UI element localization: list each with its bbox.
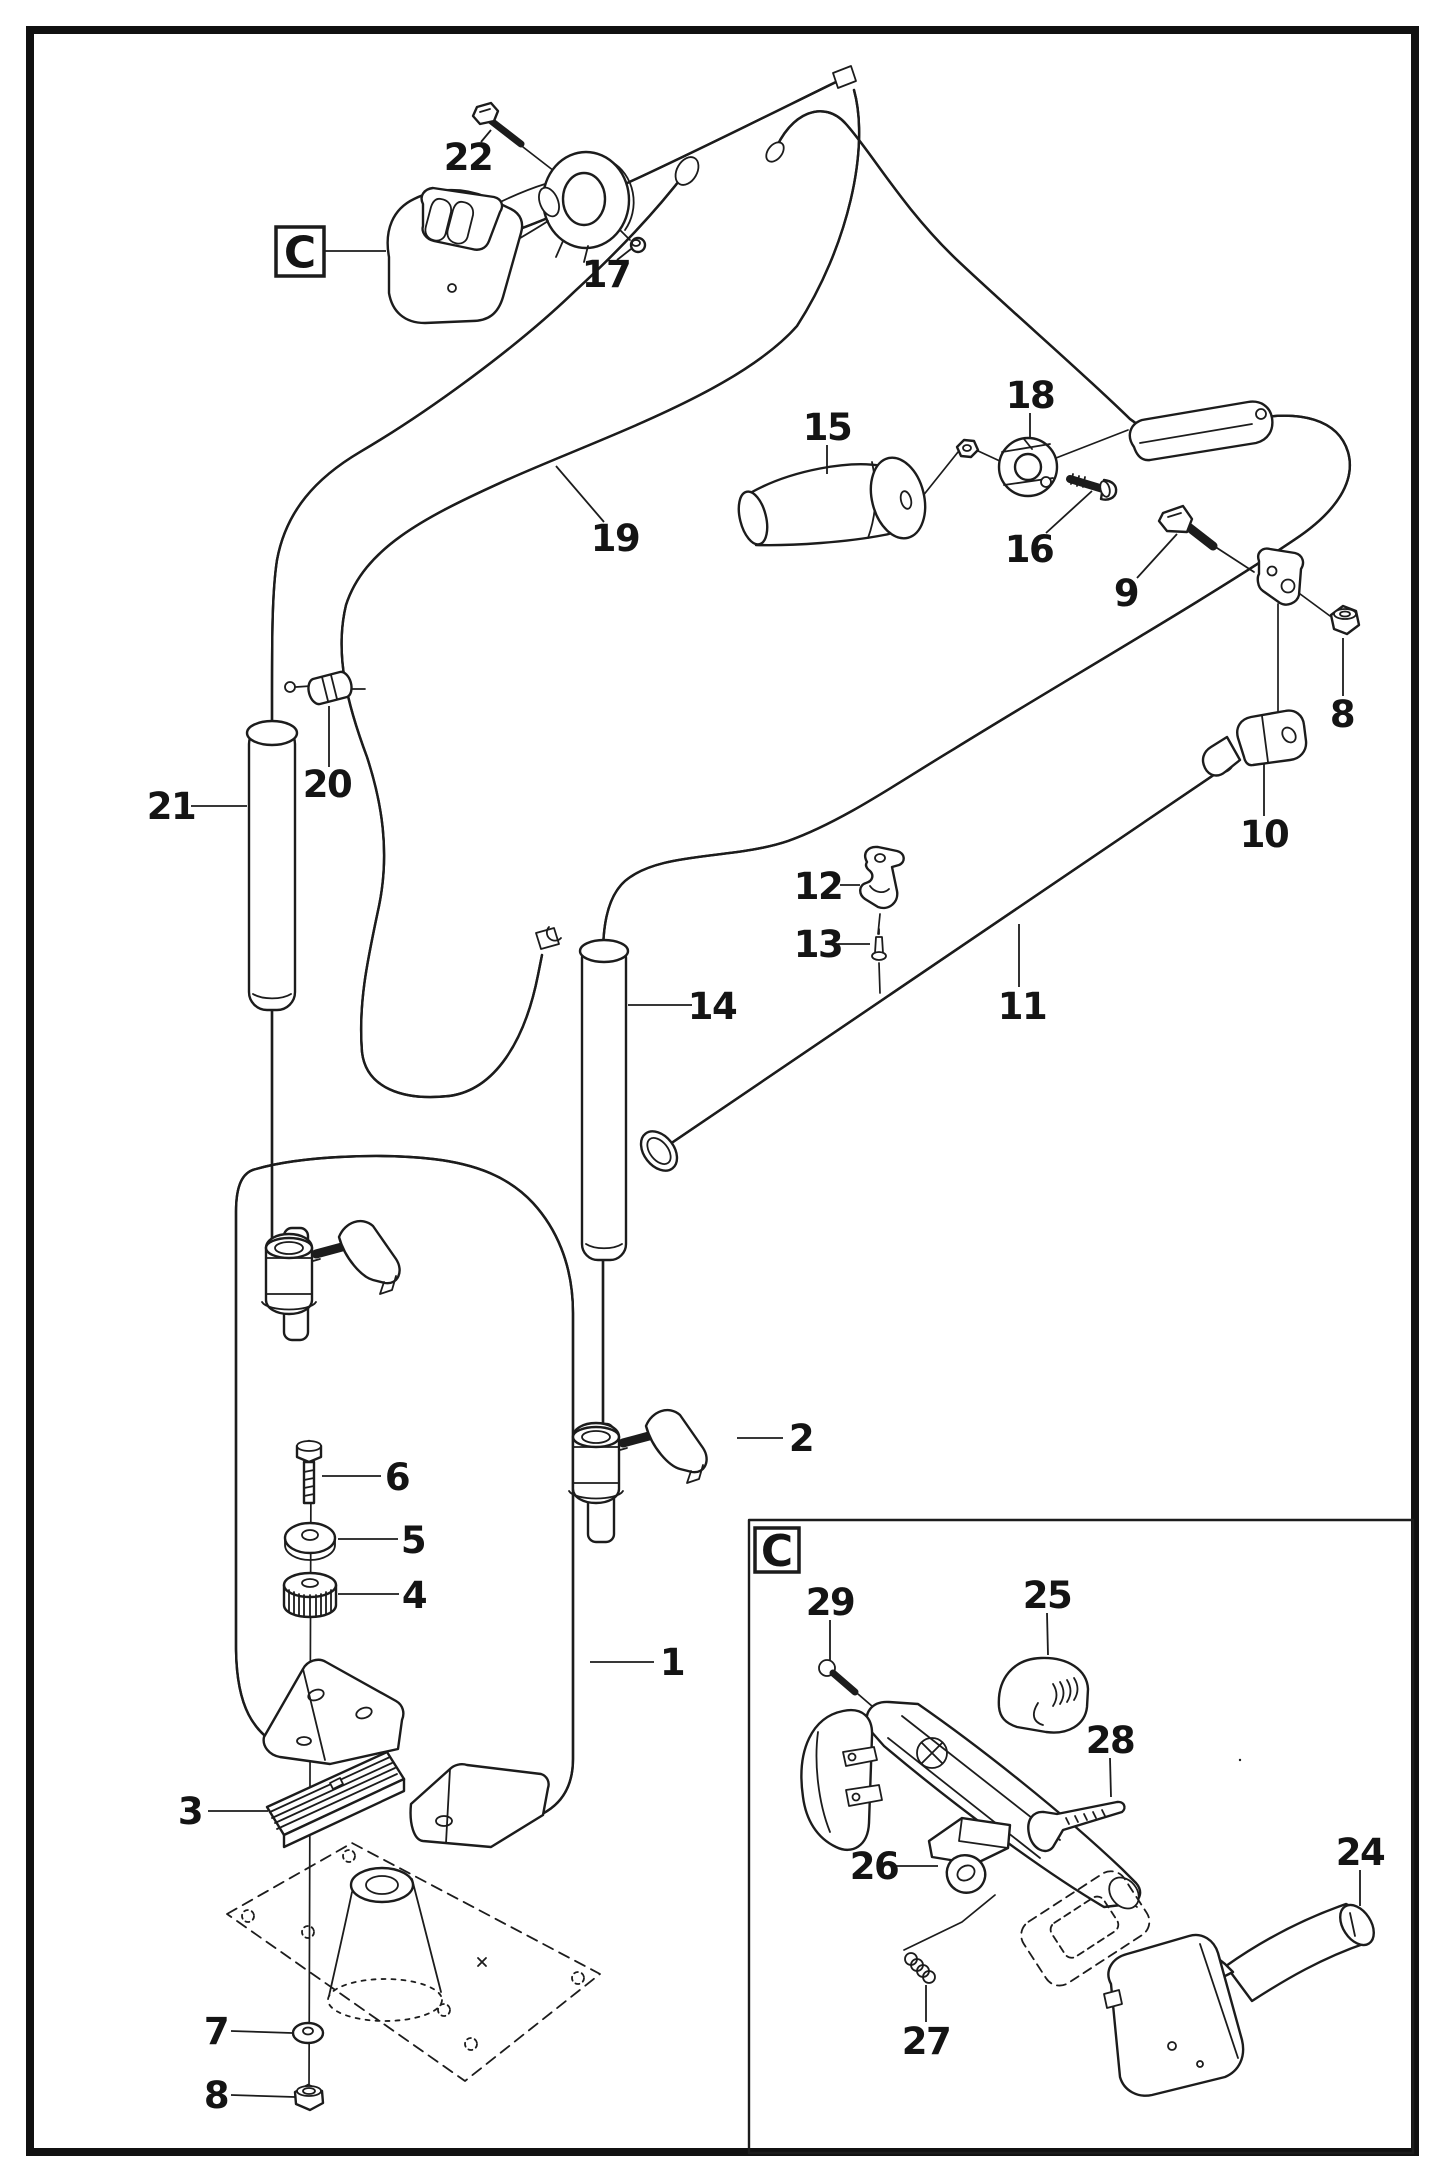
callout-layer: 1234567889101112131415161718192021222425… (147, 129, 1386, 2117)
part-callout-7-washer: 7 (204, 2010, 228, 2053)
part-callout-29-screw: 29 (806, 1581, 855, 1624)
inset-trigger-28 (1027, 1800, 1126, 1853)
part-callout-28-throttle-trigger: 28 (1086, 1719, 1135, 1762)
leader-line-28-27 (1109, 1757, 1112, 1798)
leader-line-17-17 (616, 248, 632, 261)
inset-rear-handle-24 (1103, 1902, 1375, 2097)
bolt-9 (1157, 504, 1218, 551)
part-callout-6-bolt: 6 (385, 1456, 409, 1499)
inset-spring-27 (903, 1894, 996, 1984)
frame-clamp-left (261, 1219, 401, 1342)
cable-clamp (284, 670, 353, 706)
handlebar-tube-right (601, 110, 1351, 1446)
part-callout-5-washer: 5 (401, 1519, 425, 1562)
part-callout-8-lock-nut: 8 (1330, 693, 1354, 736)
washer-7 (291, 2021, 325, 2045)
part-callout-27-spring-screw: 27 (902, 2020, 951, 2063)
lock-nut-8-top (1329, 604, 1361, 636)
bolt-6 (295, 1439, 323, 1505)
part-callout-9-bolt: 9 (1114, 572, 1138, 615)
control-rod (639, 758, 1234, 1172)
inset-screw-29 (818, 1659, 859, 1696)
inset-detail-view (800, 1656, 1375, 2097)
clamp-lever-left (337, 1219, 401, 1285)
leader-line-25-24 (1046, 1612, 1049, 1656)
knurled-nut-4 (282, 1571, 338, 1619)
part-callout-1-handle-frame: 1 (660, 1641, 684, 1684)
bracket-right (409, 1763, 550, 1849)
part-callout-8-lock-nut: 8 (204, 2074, 228, 2117)
mount-cone (327, 1866, 443, 2022)
part-callout-18-grip-clamp: 18 (1006, 374, 1055, 417)
part-callout-25-housing-cover: 25 (1023, 1574, 1072, 1617)
inset-box (747, 1518, 1415, 2155)
part-callout-20-cable-clamp: 20 (303, 763, 352, 806)
bolt-16 (1066, 473, 1118, 501)
molded-grip-section (1128, 400, 1274, 462)
diagram-border (26, 26, 1419, 2156)
part-callout-11-control-rod: 11 (998, 985, 1047, 1028)
throttle-cable (340, 80, 861, 1099)
handle-frame (234, 1154, 575, 1827)
part-callout-16-bolt: 16 (1005, 528, 1054, 571)
section-marker-letter-main: C (284, 228, 316, 279)
rod-connector (1201, 709, 1308, 1762)
screw-17 (629, 236, 647, 254)
part-callout-15-front-grip: 15 (803, 406, 852, 449)
rubber-pad (265, 1750, 406, 1849)
bracket-left (262, 1658, 405, 1766)
clamp-lever-right (644, 1408, 708, 1474)
throttle-handle (386, 150, 635, 325)
foam-grip-left (245, 719, 299, 1012)
inset-housing (865, 1700, 1142, 1910)
part-callout-19-throttle-cable: 19 (591, 517, 640, 560)
inset-cover-25 (997, 1656, 1090, 1734)
part-callout-3-rubber-pad: 3 (178, 1790, 202, 1833)
part-callout-14-foam-grip: 14 (688, 985, 737, 1028)
part-callout-17-screw: 17 (582, 253, 631, 296)
part-callout-10-rod-connector: 10 (1240, 813, 1289, 856)
small-nut-16 (955, 438, 980, 459)
inset-switch-26 (927, 1816, 1012, 1894)
grip-clamp (997, 436, 1059, 498)
leader-line-22-22 (480, 129, 492, 143)
frame-clamp-right (568, 1408, 708, 1544)
inset-left-shell (800, 1708, 883, 1852)
washer-5 (283, 1521, 337, 1561)
cable-clip (859, 845, 905, 910)
section-marker-box-main (274, 225, 326, 278)
part-callout-22-bolt: 22 (444, 136, 493, 179)
handlebar-tube-left (270, 156, 700, 1246)
part-callout-21-foam-grip: 21 (147, 785, 196, 828)
leader-line-8-7 (230, 2094, 296, 2098)
leader-line-19-19 (555, 465, 605, 523)
front-grip (737, 456, 927, 547)
rod-bracket (1256, 547, 1305, 606)
part-callout-24-rear-handle: 24 (1336, 1831, 1385, 1874)
lock-nut-8-bottom (293, 2083, 325, 2112)
part-callout-2-clamp-lever: 2 (789, 1417, 813, 1460)
screw-13 (871, 928, 887, 961)
part-callout-4-knurled-nut: 4 (402, 1574, 427, 1617)
cable-end-fittings (535, 65, 857, 950)
part-callout-12-cable-clip: 12 (794, 865, 843, 908)
section-marker-letter-inset: C (761, 1526, 793, 1577)
leader-line-16-16 (1045, 490, 1093, 534)
foam-grip-right (578, 938, 630, 1262)
section-marker-box-inset (753, 1526, 801, 1574)
part-callout-26-switch-unit: 26 (850, 1845, 899, 1888)
leader-line-7-6 (230, 2030, 293, 2034)
base-plate (226, 1842, 601, 2082)
part-callout-13-screw: 13 (794, 923, 843, 966)
leader-line-9-9 (1136, 533, 1178, 579)
bolt-22 (471, 101, 525, 148)
